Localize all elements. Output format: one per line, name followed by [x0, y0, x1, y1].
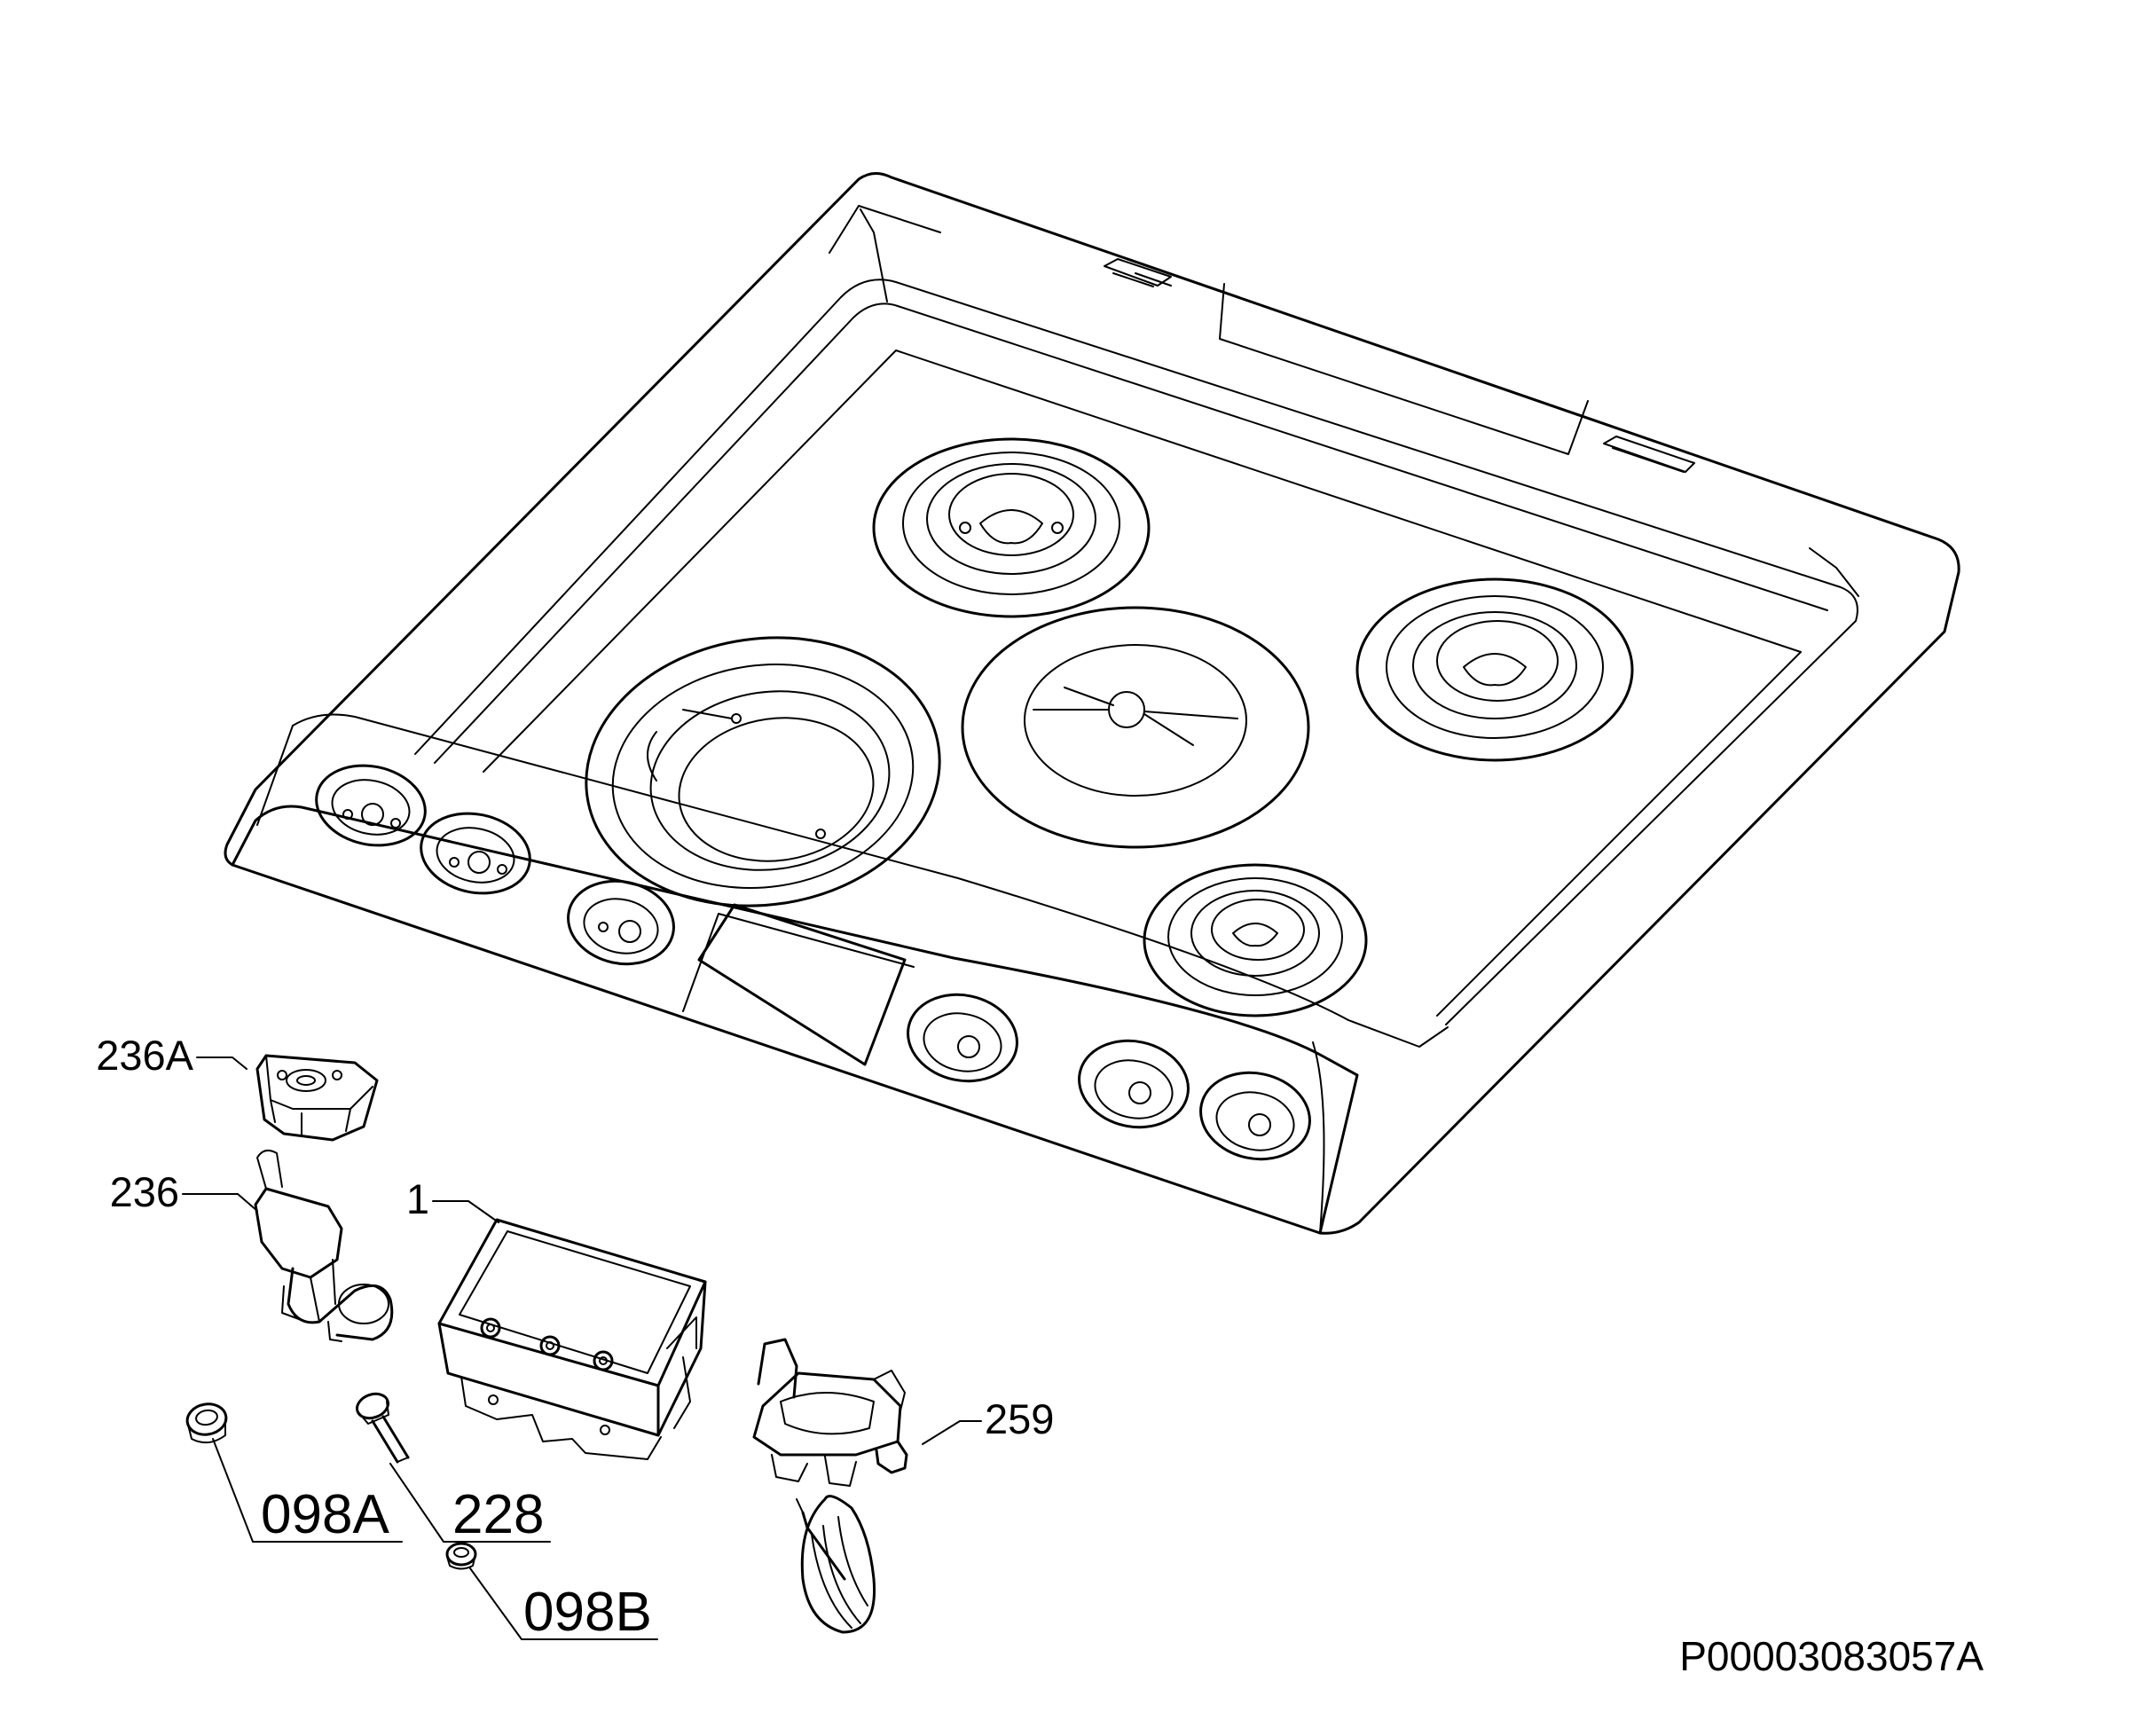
leader-098a — [212, 1438, 403, 1543]
control-knob-recess — [907, 993, 1018, 1083]
callout-098a: 098A — [261, 1484, 389, 1545]
burner-right — [1355, 577, 1634, 762]
control-knob-recess — [420, 812, 531, 895]
leader-236a — [196, 1057, 247, 1070]
display-window — [697, 903, 907, 1066]
part-236-ignition-switch — [254, 1149, 394, 1342]
leader-259 — [922, 1420, 982, 1445]
control-knob-recess — [315, 764, 427, 847]
leader-lines — [182, 1057, 982, 1640]
part-236a-switch — [255, 1054, 379, 1142]
leader-1 — [432, 1200, 499, 1223]
leader-098b — [469, 1567, 658, 1640]
callout-1: 1 — [406, 1175, 429, 1222]
leader-236 — [182, 1193, 258, 1212]
burner-rear-left — [872, 437, 1151, 618]
hotplate-center — [961, 606, 1310, 849]
callout-259: 259 — [985, 1395, 1054, 1442]
part-098b-grommet — [445, 1542, 477, 1570]
leader-228 — [389, 1463, 551, 1543]
control-knob-recess — [1078, 1039, 1190, 1129]
callout-098b: 098B — [523, 1582, 652, 1643]
part-098a-grommet — [185, 1402, 228, 1444]
cooktop-panel — [224, 172, 1960, 1235]
part-228-screw — [356, 1392, 410, 1464]
drawing-code: P00003083057A — [1679, 1633, 1984, 1679]
part-259-thermostat — [752, 1338, 908, 1634]
callout-228: 228 — [452, 1484, 544, 1545]
callout-236a: 236A — [96, 1032, 193, 1079]
callout-236: 236 — [110, 1168, 179, 1215]
control-knob-recess — [1199, 1071, 1311, 1161]
burner-front-left-wok — [585, 636, 941, 907]
part-1-control-module — [437, 1218, 707, 1460]
burner-front-right — [1143, 863, 1368, 1017]
control-knob-recess — [567, 879, 675, 966]
